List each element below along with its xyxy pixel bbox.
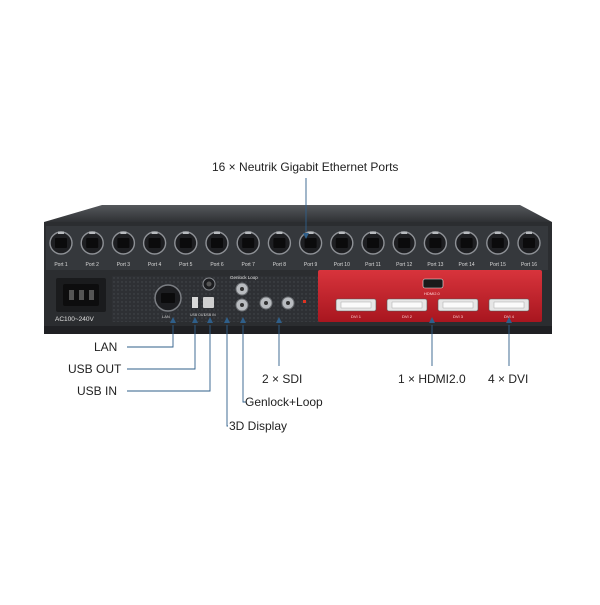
- ethernet-port: Port 5: [174, 231, 198, 268]
- ethernet-port: Port 12: [392, 231, 416, 268]
- lan-port-label: LAN: [162, 314, 170, 319]
- usb-in-port-label: USB IN: [204, 313, 216, 317]
- chassis-top: [44, 205, 552, 222]
- dvi-port-label: DVI 1: [351, 314, 362, 319]
- power-inlet: [56, 278, 106, 312]
- dvi-port: DVI 1: [335, 298, 377, 319]
- leader-lan: [127, 325, 174, 348]
- ethernet-port: Port 1: [49, 231, 73, 268]
- hdmi-port: [422, 278, 444, 289]
- usb-out-port: [192, 297, 198, 308]
- dvi-port-label: DVI 2: [402, 314, 413, 319]
- ethernet-port-label: Port 13: [427, 262, 443, 268]
- display-3d-connector: [202, 277, 216, 291]
- callout-sdi: 2 × SDI: [262, 372, 303, 386]
- leader-genlock: [242, 325, 246, 403]
- genlock-bnc-top: [235, 282, 249, 296]
- ethernet-port: Port 15: [486, 231, 510, 268]
- ethernet-port-label: Port 14: [459, 262, 475, 268]
- ethernet-port-label: Port 10: [334, 262, 350, 268]
- chassis-lower-lip: [44, 326, 552, 334]
- ethernet-port-label: Port 3: [117, 262, 131, 268]
- power-label: AC100~240V: [55, 316, 95, 323]
- genlock-bnc-bottom: [235, 298, 249, 312]
- leader-usb-out: [127, 325, 196, 370]
- sdi-bnc-1: [259, 296, 273, 310]
- ethernet-port-label: Port 12: [396, 262, 412, 268]
- status-led: [303, 300, 306, 303]
- ethernet-port: Port 13: [423, 231, 448, 268]
- ethernet-port-label: Port 11: [365, 262, 381, 268]
- ethernet-port-label: Port 6: [210, 262, 224, 268]
- dvi-port: DVI 2: [386, 298, 428, 319]
- usb-out-port-label: USB OUT: [190, 313, 206, 317]
- ethernet-port: Port 6: [205, 231, 229, 268]
- dvi-port: DVI 4: [488, 298, 530, 319]
- callout-hdmi: 1 × HDMI2.0: [398, 372, 466, 386]
- ethernet-port-label: Port 16: [521, 262, 537, 268]
- ethernet-port-label: Port 2: [86, 262, 100, 268]
- lan-port: [154, 284, 182, 312]
- ethernet-port-group: Port 1 Port 2 Port 3 Port 4 Port 5 Port 6 Port…: [49, 231, 541, 268]
- genlock-panel-label: Genlock Loop: [230, 275, 258, 280]
- callout-dvi: 4 × DVI: [488, 372, 529, 386]
- dvi-port-group: DVI 1 DVI 2 DVI 3 DVI 4: [335, 298, 530, 319]
- ethernet-port-label: Port 9: [304, 262, 318, 268]
- callout-usb-in: USB IN: [77, 384, 118, 398]
- ethernet-port-label: Port 15: [490, 262, 506, 268]
- ethernet-port: Port 4: [142, 231, 167, 268]
- ethernet-port-label: Port 7: [242, 262, 256, 268]
- dvi-port: DVI 3: [437, 298, 479, 319]
- ethernet-port: Port 8: [267, 231, 292, 268]
- ethernet-port-label: Port 8: [273, 262, 287, 268]
- callout-lan: LAN: [94, 340, 118, 354]
- ethernet-port: Port 14: [454, 231, 479, 268]
- ethernet-port-label: Port 1: [54, 262, 68, 268]
- callout-ethernet: 16 × Neutrik Gigabit Ethernet Ports: [212, 160, 399, 174]
- ethernet-port: Port 9: [298, 231, 323, 268]
- dvi-port-label: DVI 4: [504, 314, 515, 319]
- ethernet-port-label: Port 4: [148, 262, 162, 268]
- sdi-bnc-2: [281, 296, 295, 310]
- callout-usb-out: USB OUT: [68, 362, 122, 376]
- ethernet-port: Port 3: [111, 231, 136, 268]
- leader-lines: [127, 178, 510, 427]
- hdmi-port-label: HDMI2.0: [424, 291, 441, 296]
- ethernet-port: Port 11: [361, 231, 385, 268]
- dvi-port-label: DVI 3: [453, 314, 464, 319]
- usb-in-port: [203, 297, 214, 308]
- ethernet-port-label: Port 5: [179, 262, 193, 268]
- callout-3d-display: 3D Display: [229, 419, 288, 433]
- leader-usb-in: [127, 325, 211, 392]
- ethernet-port: Port 2: [80, 231, 104, 268]
- callout-genlock: Genlock+Loop: [245, 395, 323, 409]
- ethernet-port: Port 16: [517, 231, 541, 268]
- leader-3d-display: [226, 325, 228, 427]
- ethernet-port: Port 7: [236, 231, 260, 268]
- ethernet-port: Port 10: [330, 231, 354, 268]
- leader-arrowheads: [170, 233, 512, 323]
